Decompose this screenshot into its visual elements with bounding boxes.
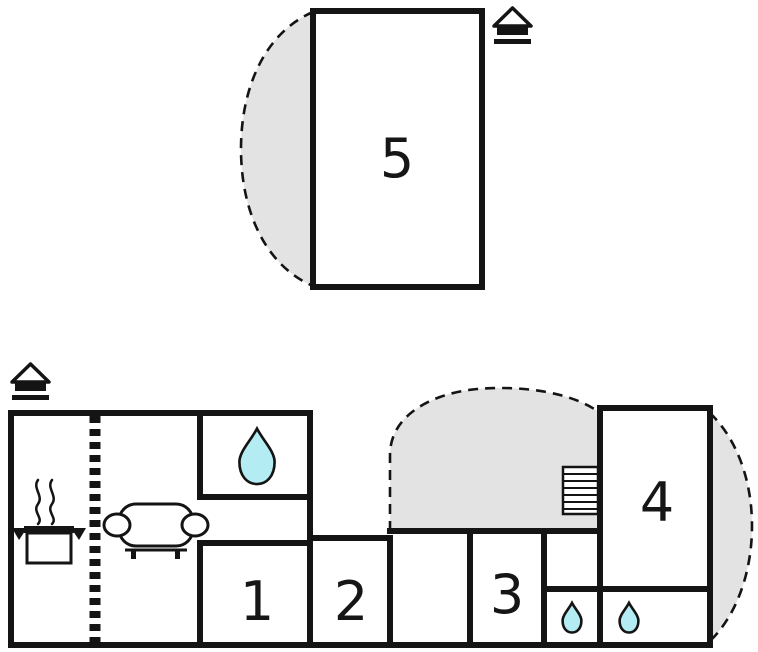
terrace-areas	[241, 12, 752, 641]
walls	[8, 405, 713, 648]
terrace-dashed-borders	[239, 10, 754, 642]
terrace-room5	[241, 12, 313, 286]
terrace-middle-border	[388, 386, 601, 531]
house-entrance-icon	[10, 362, 51, 400]
room-labels: 5 1 2 3 4	[240, 127, 674, 633]
terrace-right-border	[709, 412, 754, 642]
stairs-icon	[561, 465, 600, 516]
terrace-room5-border	[239, 10, 314, 288]
water-drop-icon	[238, 425, 276, 486]
room5-outline	[310, 8, 485, 290]
room-label-5: 5	[380, 127, 414, 190]
water-drops	[238, 425, 640, 634]
sofa-icon	[102, 502, 210, 559]
room-label-1: 1	[240, 570, 274, 633]
water-drop-icon	[618, 600, 640, 634]
terrace-right	[710, 413, 752, 641]
water-drop-icon	[561, 600, 583, 634]
house-entrance-icon	[492, 6, 533, 44]
room-label-4: 4	[640, 471, 674, 534]
kitchen-pot-icon	[12, 478, 86, 565]
room-label-2: 2	[334, 570, 368, 633]
terrace-middle	[390, 388, 600, 531]
room-label-3: 3	[490, 563, 524, 626]
